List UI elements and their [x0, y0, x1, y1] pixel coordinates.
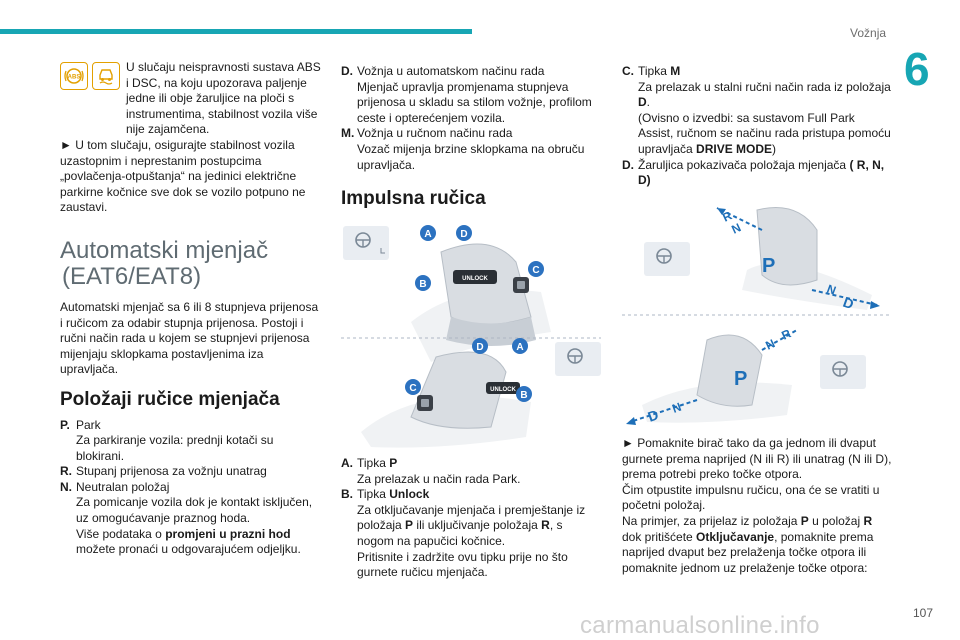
- instruction-paragraph-1: ► Pomaknite birač tako da ga jednom ili …: [622, 436, 892, 482]
- item-title: Tipka P: [357, 456, 398, 470]
- callout-b: [415, 275, 431, 291]
- column-3-text: ► Pomaknite birač tako da ga jednom ili …: [622, 436, 892, 576]
- instruction-paragraph-3: Na primjer, za prijelaz iz položaja P u …: [622, 513, 874, 575]
- item-label: A.: [341, 456, 353, 470]
- lever-illustration-bottom: UNLOCK D A C B: [361, 338, 601, 448]
- column-1: ABS U slučaju neispravnosti sustava ABS …: [60, 60, 322, 558]
- item-title: Tipka Unlock: [357, 487, 430, 502]
- mode-item-d: D. Vožnja u automatskom načinu rada: [341, 64, 601, 80]
- gear-letter-n: N: [729, 220, 743, 236]
- steering-icon-box-2: [555, 342, 601, 376]
- item-title: Neutralan položaj: [76, 479, 170, 494]
- item-label: D.: [622, 157, 634, 172]
- warning-block: ABS U slučaju neispravnosti sustava ABS …: [60, 60, 322, 138]
- subheading-positions: Položaji ručice mjenjača: [60, 388, 280, 410]
- unlock-label-top: UNLOCK: [462, 276, 488, 282]
- header-accent-bar: [0, 29, 472, 34]
- legend-desc-b1: Za otključavanje mjenjača i premještanje…: [357, 502, 586, 548]
- warning-text: U slučaju neispravnosti sustava ABS i DS…: [126, 60, 321, 137]
- item-title: Tipka M: [638, 64, 681, 78]
- section-title: Vožnja: [850, 26, 887, 40]
- item-label: B.: [341, 487, 353, 502]
- mode-desc-m: Vozač mijenja brzine sklopkama na obruču…: [357, 141, 585, 172]
- position-item-r: R. Stupanj prijenosa za vožnju unatrag: [60, 464, 322, 480]
- legend-desc-a: Za prelazak u način rada Park.: [357, 471, 521, 486]
- callout-d2-label: D: [476, 342, 483, 353]
- callout-a-label: A: [424, 229, 431, 240]
- intro-paragraph: Automatski mjenjač sa 6 ili 8 stupnjeva …: [60, 299, 319, 377]
- section-heading: Automatski mjenjač (EAT6/EAT8): [60, 236, 322, 290]
- item-title: Park: [76, 417, 101, 432]
- callout-d: [456, 225, 472, 241]
- gear-letter-p-2: P: [734, 368, 747, 390]
- column-2-legend: A. Tipka P Za prelazak u način rada Park.…: [341, 456, 601, 581]
- callout-b-2: [516, 386, 532, 402]
- svg-text:ABS: ABS: [68, 75, 81, 81]
- steering-icon-box-3: [644, 242, 690, 276]
- steering-icon-box-4: [820, 355, 866, 389]
- callout-c2-label: C: [409, 383, 416, 394]
- callouts-top: A D C B: [415, 225, 544, 291]
- legend-item-b: B. Tipka Unlock: [341, 487, 601, 503]
- callout-c-label: C: [532, 265, 539, 276]
- lever-illustration-top: UNLOCK: [343, 226, 551, 362]
- abs-warning-icon: ABS: [60, 62, 88, 90]
- item-title: Vožnja u automatskom načinu rada: [357, 64, 545, 78]
- gear-letter-r-2: R: [779, 326, 793, 342]
- mode-item-m: M.Vožnja u ručnom načinu rada: [341, 126, 601, 142]
- item-title: Stupanj prijenosa za vožnju unatrag: [76, 464, 267, 479]
- legend-desc-c1: Za prelazak u stalni ručni način rada iz…: [638, 79, 891, 110]
- impulse-lever-figure: UNLOCK A D C B UNLOCK D A C B: [341, 225, 601, 448]
- watermark: carmanualsonline.info: [580, 612, 820, 639]
- gear-figure-top: R N P N D: [644, 207, 880, 312]
- legend-desc-c2: (Ovisno o izvedbi: sa sustavom Full Park…: [638, 110, 891, 156]
- legend-item-d: D. Žaruljica pokazivača položaja mjenjača…: [622, 158, 892, 189]
- callout-a-2: [512, 338, 528, 354]
- steering-icon-box: [343, 226, 389, 260]
- callout-c: [528, 261, 544, 277]
- legend-item-c: C. Tipka M: [622, 64, 892, 80]
- position-desc-n: Za pomicanje vozila dok je kontakt isklj…: [76, 495, 313, 526]
- position-item-p: P. Park: [60, 418, 322, 434]
- instruction-paragraph-2: Čim otpustite impulsnu ručicu, ona će se…: [622, 482, 880, 513]
- heading-line-1: Automatski mjenjač: [60, 236, 269, 264]
- item-label: R.: [60, 464, 72, 479]
- item-label: P.: [60, 417, 70, 432]
- more-info: Više podataka o promjeni u prazni hod mo…: [76, 526, 301, 557]
- heading-line-2: (EAT6/EAT8): [62, 262, 202, 290]
- gear-selection-figure: R N P N D R N P N D: [622, 207, 892, 425]
- item-label: M.: [341, 126, 355, 141]
- item-label: C.: [622, 64, 634, 78]
- stability-warning-icon: [92, 62, 120, 90]
- legend-desc-b2: Pritisnite i zadržite ovu tipku prije no…: [357, 549, 568, 580]
- gear-figure-bottom: R N P N D: [626, 326, 866, 425]
- callout-d-2: [472, 338, 488, 354]
- item-label: D.: [341, 64, 353, 78]
- subheading-impulse-lever: Impulsna ručica: [341, 188, 486, 210]
- more-info-link-text: promjeni u prazni hod: [165, 526, 291, 541]
- warning-action: ► U tom slučaju, osigurajte stabilnost v…: [60, 137, 306, 215]
- chapter-number: 6: [904, 43, 930, 95]
- callout-d-label: D: [460, 229, 467, 240]
- mode-desc-d: Mjenjač upravlja promjenama stupnjeva pr…: [357, 79, 592, 125]
- legend-item-a: A. Tipka P: [341, 456, 601, 472]
- column-2: D. Vožnja u automatskom načinu rada Mjenj…: [341, 64, 601, 217]
- column-3: C. Tipka M Za prelazak u stalni ručni nač…: [622, 64, 892, 189]
- gear-letter-n-3: N: [763, 336, 777, 352]
- item-title: Vožnja u ručnom načinu rada: [357, 126, 513, 141]
- arrow-backward-2: [629, 399, 698, 423]
- position-desc-p: Za parkiranje vozila: prednji kotači su …: [76, 433, 274, 463]
- callout-a: [420, 225, 436, 241]
- item-title: Žaruljica pokazivača položaja mjenjača (…: [638, 157, 885, 188]
- callout-a2-label: A: [516, 342, 523, 353]
- warning-icons: ABS: [60, 62, 120, 90]
- page-number: 107: [913, 606, 934, 620]
- gear-letter-p: P: [762, 255, 775, 277]
- callout-b2-label: B: [520, 390, 527, 401]
- callout-b-label: B: [419, 279, 426, 290]
- item-label: N.: [60, 479, 72, 494]
- position-item-n: N. Neutralan položaj: [60, 480, 322, 496]
- unlock-label-bottom: UNLOCK: [490, 387, 516, 393]
- callout-c-2: [405, 379, 421, 395]
